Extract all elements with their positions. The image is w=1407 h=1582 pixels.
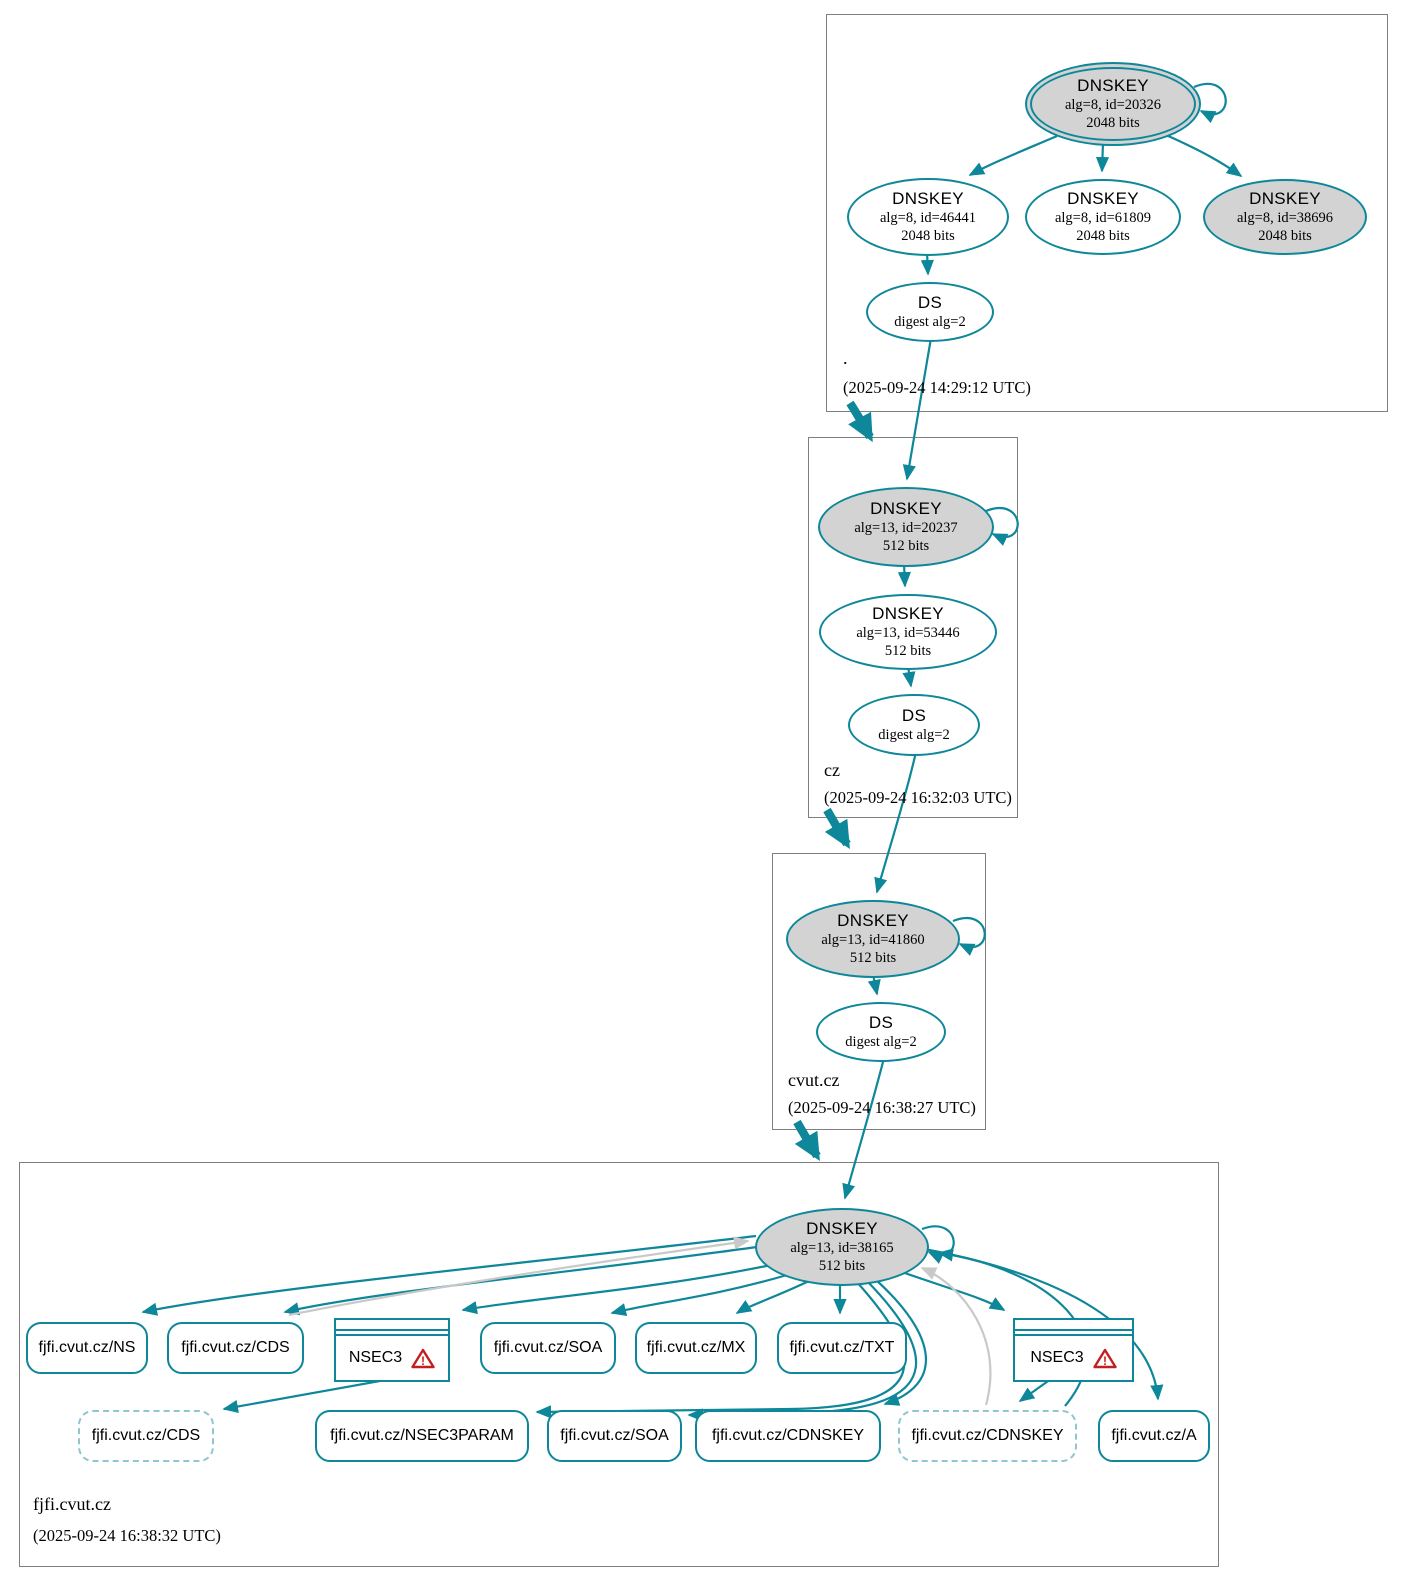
dnskey-node-root-zsk-46441[interactable]: DNSKEY alg=8, id=46441 2048 bits xyxy=(847,178,1009,256)
ds-node-root[interactable]: DS digest alg=2 xyxy=(866,282,994,342)
svg-text:!: ! xyxy=(1103,1354,1107,1368)
nsec3-label: NSEC3 xyxy=(348,1349,403,1366)
rrset-label: fjfi.cvut.cz/MX xyxy=(646,1339,746,1356)
rrset-label: fjfi.cvut.cz/SOA xyxy=(560,1427,669,1444)
dnskey-node-root-ksk-20326[interactable]: DNSKEY alg=8, id=20326 2048 bits xyxy=(1025,62,1201,146)
zone-label-cz: cz xyxy=(824,760,840,780)
zone-timestamp-cvut: (2025-09-24 16:38:27 UTC) xyxy=(788,1098,976,1117)
dnskey-node-root-zsk-61809[interactable]: DNSKEY alg=8, id=61809 2048 bits xyxy=(1025,179,1181,255)
zone-timestamp-cz: (2025-09-24 16:32:03 UTC) xyxy=(824,788,1012,807)
rrset-label: fjfi.cvut.cz/A xyxy=(1111,1427,1197,1444)
rrset-node-a[interactable]: fjfi.cvut.cz/A xyxy=(1098,1410,1210,1462)
node-subtitle: alg=13, id=41860 xyxy=(821,931,925,948)
zone-label-cvut: cvut.cz xyxy=(788,1070,840,1090)
rrset-node-mx[interactable]: fjfi.cvut.cz/MX xyxy=(635,1322,757,1374)
node-subtitle: alg=13, id=38165 xyxy=(790,1239,894,1256)
node-title: DNSKEY xyxy=(892,188,964,208)
node-title: DNSKEY xyxy=(870,498,942,518)
node-title: DS xyxy=(901,705,927,725)
nsec3-header-line xyxy=(336,1331,448,1336)
dnskey-node-cz-ksk-20237[interactable]: DNSKEY alg=13, id=20237 512 bits xyxy=(818,487,994,567)
rrset-label: fjfi.cvut.cz/SOA xyxy=(493,1339,603,1356)
rrset-node-soa[interactable]: fjfi.cvut.cz/SOA xyxy=(480,1322,616,1374)
rrset-node-txt[interactable]: fjfi.cvut.cz/TXT xyxy=(777,1322,907,1374)
rrset-node-nsec3param[interactable]: fjfi.cvut.cz/NSEC3PARAM xyxy=(315,1410,529,1462)
rrset-label: fjfi.cvut.cz/NSEC3PARAM xyxy=(330,1427,514,1444)
dnskey-node-cvut-ksk-41860[interactable]: DNSKEY alg=13, id=41860 512 bits xyxy=(786,900,960,978)
node-subtitle: 512 bits xyxy=(818,1258,866,1274)
rrset-node-cds-unsigned[interactable]: fjfi.cvut.cz/CDS xyxy=(78,1410,214,1462)
node-subtitle: alg=8, id=20326 xyxy=(1064,96,1162,113)
warning-icon: ! xyxy=(411,1348,435,1368)
zone-timestamp-fjfi: (2025-09-24 16:38:32 UTC) xyxy=(33,1526,221,1545)
rrset-label: fjfi.cvut.cz/CDNSKEY xyxy=(711,1427,865,1444)
rrset-label: fjfi.cvut.cz/TXT xyxy=(789,1339,895,1356)
nsec3-label: NSEC3 xyxy=(1030,1349,1084,1366)
node-title: DNSKEY xyxy=(837,910,909,930)
node-subtitle: alg=8, id=46441 xyxy=(879,209,977,226)
node-subtitle: 2048 bits xyxy=(1258,228,1312,244)
zone-label-root: . xyxy=(843,348,848,368)
node-title: DNSKEY xyxy=(872,603,944,623)
node-title: DS xyxy=(868,1012,894,1032)
nsec3-header-stripe xyxy=(336,1320,448,1331)
rrset-label: fjfi.cvut.cz/CDNSKEY xyxy=(911,1427,1064,1444)
zone-label-fjfi: fjfi.cvut.cz xyxy=(33,1494,111,1514)
node-title: DNSKEY xyxy=(1249,188,1321,208)
node-title: DNSKEY xyxy=(1067,188,1139,208)
rrset-node-cds[interactable]: fjfi.cvut.cz/CDS xyxy=(167,1322,304,1374)
node-subtitle: 2048 bits xyxy=(1076,228,1130,244)
node-subtitle: digest alg=2 xyxy=(845,1033,917,1050)
dnskey-node-cz-zsk-53446[interactable]: DNSKEY alg=13, id=53446 512 bits xyxy=(819,594,997,670)
zone-timestamp-root: (2025-09-24 14:29:12 UTC) xyxy=(843,378,1031,397)
node-subtitle: digest alg=2 xyxy=(894,313,966,330)
rrset-node-cdnskey-unsigned[interactable]: fjfi.cvut.cz/CDNSKEY xyxy=(898,1410,1077,1462)
rrset-label: fjfi.cvut.cz/CDS xyxy=(181,1339,290,1356)
node-subtitle: 512 bits xyxy=(884,643,932,659)
node-subtitle: 2048 bits xyxy=(901,228,955,244)
rrset-label: fjfi.cvut.cz/CDS xyxy=(91,1427,201,1444)
rrset-node-soa-2[interactable]: fjfi.cvut.cz/SOA xyxy=(547,1410,682,1462)
rrset-label: fjfi.cvut.cz/NS xyxy=(38,1339,136,1356)
rrset-node-cdnskey[interactable]: fjfi.cvut.cz/CDNSKEY xyxy=(695,1410,881,1462)
ds-node-cz[interactable]: DS digest alg=2 xyxy=(848,694,980,756)
node-subtitle: alg=13, id=20237 xyxy=(854,519,958,536)
node-subtitle: alg=13, id=53446 xyxy=(856,624,960,641)
node-subtitle: 2048 bits xyxy=(1086,115,1140,131)
node-subtitle: 512 bits xyxy=(882,538,930,554)
node-subtitle: 512 bits xyxy=(849,950,897,966)
rrset-node-ns[interactable]: fjfi.cvut.cz/NS xyxy=(26,1322,148,1374)
node-subtitle: alg=8, id=38696 xyxy=(1236,209,1334,226)
node-title: DNSKEY xyxy=(1077,75,1149,95)
node-title: DS xyxy=(917,292,943,312)
nsec3-node-2[interactable]: NSEC3 ! xyxy=(1013,1318,1134,1382)
nsec3-node-1[interactable]: NSEC3 ! xyxy=(334,1318,450,1382)
node-title: DNSKEY xyxy=(806,1218,878,1238)
warning-icon: ! xyxy=(1092,1348,1117,1368)
ds-node-cvut[interactable]: DS digest alg=2 xyxy=(816,1002,946,1062)
dnskey-node-fjfi-ksk-38165[interactable]: DNSKEY alg=13, id=38165 512 bits xyxy=(755,1208,929,1286)
nsec3-header-stripe xyxy=(1015,1320,1132,1331)
svg-text:!: ! xyxy=(421,1354,425,1368)
dnskey-node-root-ksk-38696[interactable]: DNSKEY alg=8, id=38696 2048 bits xyxy=(1203,179,1367,255)
node-subtitle: alg=8, id=61809 xyxy=(1054,209,1152,226)
node-subtitle: digest alg=2 xyxy=(878,726,950,743)
